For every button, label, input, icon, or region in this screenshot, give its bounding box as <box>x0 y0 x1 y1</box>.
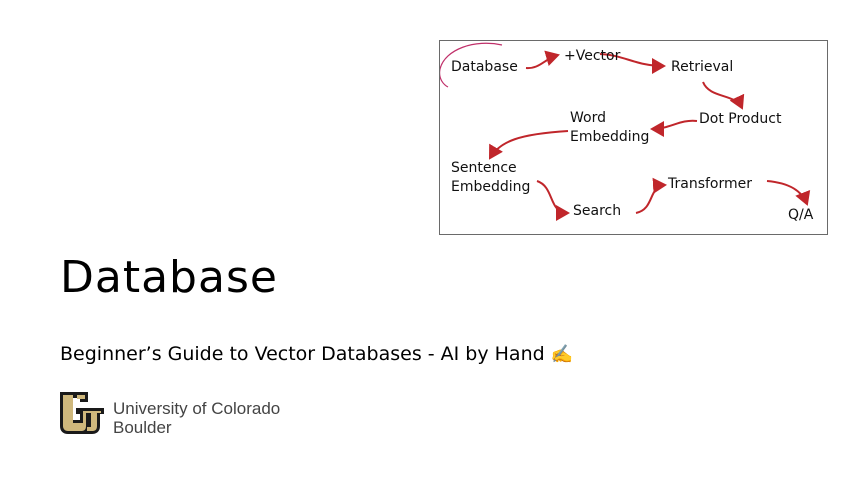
writing-hand-icon: ✍️ <box>550 344 574 365</box>
node-vector: +Vector <box>564 48 621 64</box>
cu-logo-icon <box>58 388 106 436</box>
university-name: University of Colorado Boulder <box>113 399 280 437</box>
flow-diagram: Database +Vector Retrieval Dot Product W… <box>439 40 828 235</box>
node-dot-product: Dot Product <box>699 111 782 127</box>
node-sentence-embedding-line2: Embedding <box>451 179 531 195</box>
university-line1: University of Colorado <box>113 399 281 418</box>
slide-title: Database <box>60 252 278 303</box>
node-qa: Q/A <box>788 207 814 223</box>
diagram-arrows <box>440 42 811 221</box>
node-search: Search <box>573 203 622 219</box>
highlight-arc <box>440 42 503 88</box>
university-line2: Boulder <box>113 418 172 437</box>
node-sentence-embedding-line1: Sentence <box>451 160 517 176</box>
node-retrieval: Retrieval <box>671 59 734 75</box>
node-transformer: Transformer <box>668 176 753 192</box>
node-word-embedding-line1: Word <box>570 110 606 126</box>
slide-subtitle: Beginner’s Guide to Vector Databases - A… <box>60 341 573 368</box>
subtitle-text: Beginner’s Guide to Vector Databases - A… <box>60 343 545 365</box>
node-word-embedding-line2: Embedding <box>570 129 650 145</box>
node-database: Database <box>451 59 518 75</box>
